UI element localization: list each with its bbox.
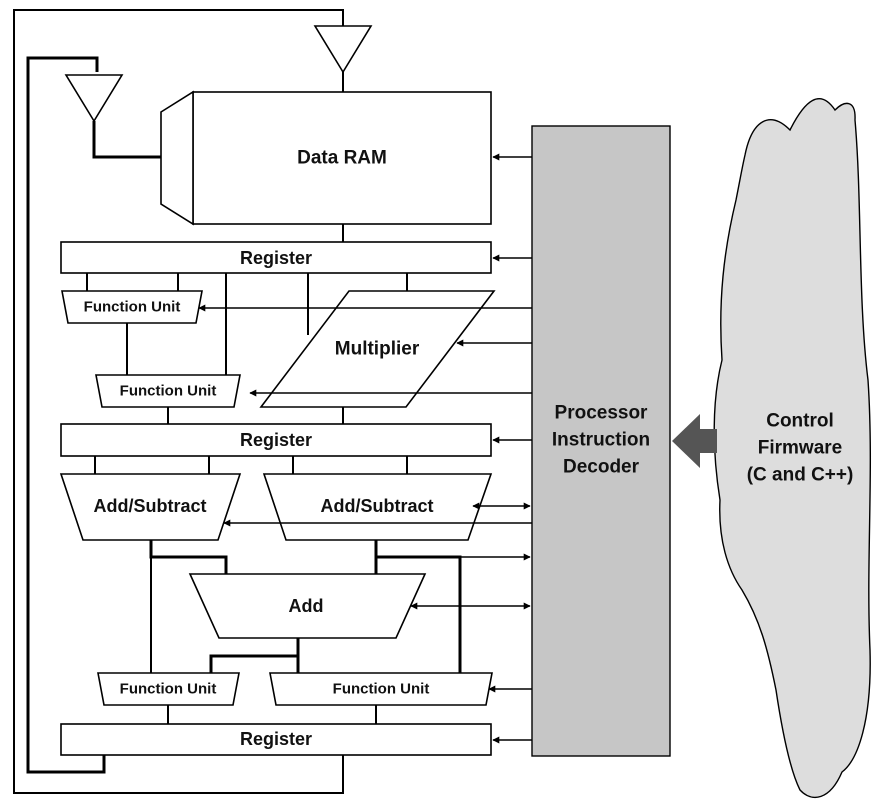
- outer-feedback-wire: [13, 9, 344, 794]
- wire-add-fu3: [209, 638, 300, 673]
- register-2: Register: [60, 423, 492, 457]
- multiplier: Multiplier: [259, 290, 496, 408]
- data-ram-block: [192, 91, 492, 225]
- add-subtract-1-shape: [59, 473, 242, 541]
- function-unit-2-shape: [95, 374, 241, 408]
- decoder-line-2: Instruction: [552, 430, 650, 451]
- multiplier-shape: [259, 290, 496, 408]
- data-ram-port: [160, 90, 194, 226]
- data-ram-label: Data RAM: [297, 148, 387, 169]
- processor-instruction-decoder: Processor Instruction Decoder: [531, 125, 671, 757]
- firmware-line-3: (C and C++): [747, 465, 854, 486]
- add-label: Add: [289, 596, 324, 616]
- register-3-block: [60, 723, 492, 756]
- function-unit-4-shape: [269, 672, 493, 706]
- control-firmware-cloud: Control Firmware (C and C++): [713, 98, 872, 799]
- function-unit-1-shape: [61, 290, 203, 324]
- add-shape: [188, 573, 427, 639]
- add-subtract-2-label: Add/Subtract: [320, 496, 433, 516]
- function-unit-4: Function Unit: [269, 672, 493, 706]
- firmware-to-decoder-arrow: [672, 414, 717, 468]
- add-subtract-1: Add/Subtract: [59, 473, 242, 541]
- function-unit-3-shape: [97, 672, 240, 706]
- firmware-line-1: Control: [766, 411, 834, 432]
- decoder-block: [531, 125, 671, 757]
- datapath-wires: [86, 224, 462, 724]
- function-unit-2-label: Function Unit: [120, 383, 217, 400]
- decoder-line-3: Decoder: [563, 457, 640, 478]
- function-unit-1-label: Function Unit: [84, 299, 181, 316]
- feedback-wires: [13, 9, 373, 794]
- buffer-triangle-1: [313, 25, 373, 74]
- register-3: Register: [60, 723, 492, 756]
- firmware-cloud-shape: [713, 98, 872, 799]
- control-arrows: [198, 153, 532, 744]
- buffer2-to-ram-wire: [92, 121, 161, 159]
- function-unit-2: Function Unit: [95, 374, 241, 408]
- buffer-triangle-2: [64, 74, 124, 123]
- function-unit-1: Function Unit: [61, 290, 203, 324]
- function-unit-3-label: Function Unit: [120, 681, 217, 698]
- add-subtract-2: Add/Subtract: [262, 473, 493, 541]
- decoder-line-1: Processor: [555, 403, 649, 424]
- register-1-label: Register: [240, 248, 312, 268]
- register-3-label: Register: [240, 729, 312, 749]
- function-unit-4-label: Function Unit: [333, 681, 430, 698]
- wire-as1-add: [149, 540, 228, 574]
- firmware-line-2: Firmware: [758, 438, 842, 459]
- inner-feedback-wire: [26, 56, 106, 774]
- adder: Add: [188, 573, 427, 639]
- register-2-label: Register: [240, 430, 312, 450]
- multiplier-label: Multiplier: [335, 339, 420, 360]
- add-subtract-1-label: Add/Subtract: [93, 496, 206, 516]
- data-ram: Data RAM: [160, 90, 492, 226]
- function-unit-3: Function Unit: [97, 672, 240, 706]
- register-2-block: [60, 423, 492, 457]
- register-1-block: [60, 241, 492, 274]
- register-1: Register: [60, 241, 492, 274]
